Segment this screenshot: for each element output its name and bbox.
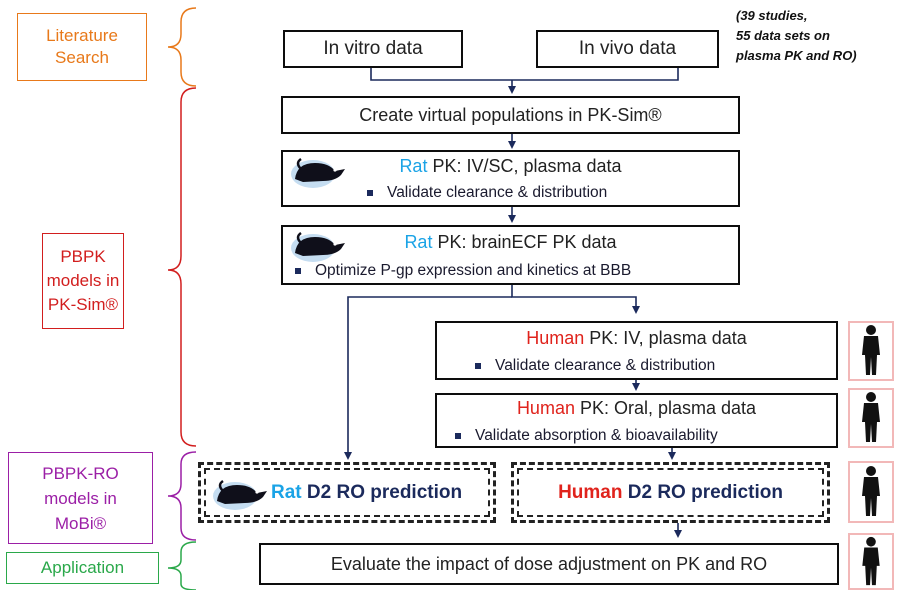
label-line: PK-Sim® — [47, 295, 119, 314]
brace-pbpk-ro — [167, 451, 197, 541]
bullet-icon — [455, 433, 461, 439]
rat-species: Rat — [399, 156, 428, 176]
in-vivo-data-box: In vivo data — [536, 30, 719, 68]
rat-species: Rat — [404, 232, 433, 252]
rat-icon — [289, 155, 351, 194]
virtual-populations-label: Create virtual populations in PK-Sim® — [359, 104, 662, 125]
application-label: Application — [6, 552, 159, 584]
human-pk2-title: PK: Oral, plasma data — [574, 398, 757, 418]
human-pk-oral-box: Human PK: Oral, plasma data Validate abs… — [435, 393, 838, 448]
human-figure-icon — [848, 533, 894, 590]
note-line: 55 data sets on — [736, 28, 830, 43]
label-line: Literature — [46, 26, 118, 45]
evaluate-dose-box: Evaluate the impact of dose adjustment o… — [259, 543, 839, 585]
rat-pk-brainecf-box: Rat PK: brainECF PK data Optimize P-gp e… — [281, 225, 740, 285]
label-line: models in — [44, 488, 117, 508]
human-d2-ro-prediction-box: Human D2 RO prediction — [511, 462, 830, 523]
rat-icon — [289, 229, 351, 268]
rat-pk2-title: PK: brainECF PK data — [432, 232, 617, 252]
brace-pbpk — [167, 87, 197, 447]
note-line: (39 studies, — [736, 8, 808, 23]
human-figure-icon — [848, 461, 894, 523]
rat-pk1-title: PK: IV/SC, plasma data — [427, 156, 622, 176]
rat-ro-title: D2 RO prediction — [301, 482, 463, 503]
brace-application — [167, 541, 197, 590]
evaluate-label: Evaluate the impact of dose adjustment o… — [330, 553, 768, 574]
literature-search-label: Literature Search — [17, 13, 147, 81]
label-line: MoBi® — [54, 513, 107, 533]
bullet-icon — [295, 268, 301, 274]
label-line: PBPK-RO — [42, 463, 119, 483]
bullet-icon — [367, 190, 373, 196]
human-species: Human — [526, 328, 585, 348]
human-ro-title: D2 RO prediction — [622, 482, 783, 503]
rat-d2-ro-prediction-box: Rat D2 RO prediction — [198, 462, 496, 523]
rat-pk1-bullet: Validate clearance & distribution — [387, 184, 608, 201]
human-pk-iv-box: Human PK: IV, plasma data Validate clear… — [435, 321, 838, 380]
rat-species: Rat — [271, 482, 302, 503]
rat-icon — [211, 475, 273, 518]
label-line: PBPK — [60, 247, 106, 266]
human-species: Human — [516, 398, 575, 418]
human-figure-icon — [848, 388, 894, 448]
in-vitro-data-box: In vitro data — [283, 30, 463, 68]
human-species: Human — [558, 482, 623, 503]
rat-pk-iv-sc-box: Rat PK: IV/SC, plasma data Validate clea… — [281, 150, 740, 207]
human-pk1-title: PK: IV, plasma data — [584, 328, 747, 348]
in-vitro-label: In vitro data — [323, 38, 423, 59]
studies-note: (39 studies, 55 data sets on plasma PK a… — [736, 6, 896, 66]
brace-literature — [167, 7, 197, 87]
human-pk1-bullet: Validate clearance & distribution — [495, 357, 716, 374]
pbpk-ro-models-label: PBPK-RO models in MoBi® — [8, 452, 153, 544]
human-pk2-bullet: Validate absorption & bioavailability — [475, 427, 718, 444]
label-line: Search — [55, 48, 109, 67]
note-line: plasma PK and RO) — [736, 48, 857, 63]
human-figure-icon — [848, 321, 894, 381]
pbpk-models-label: PBPK models in PK-Sim® — [42, 233, 124, 329]
bullet-icon — [475, 363, 481, 369]
label-line: Application — [40, 558, 125, 577]
virtual-populations-box: Create virtual populations in PK-Sim® — [281, 96, 740, 134]
in-vivo-label: In vivo data — [578, 38, 677, 59]
label-line: models in — [46, 271, 120, 290]
rat-pk2-bullet: Optimize P-gp expression and kinetics at… — [315, 262, 632, 279]
